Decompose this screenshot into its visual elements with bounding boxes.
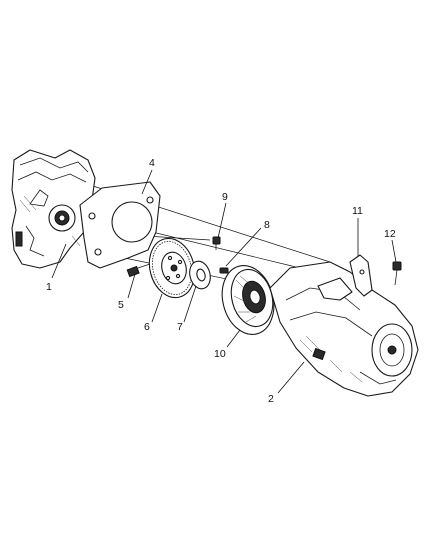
callout-11: 11: [352, 205, 363, 217]
bracket: [349, 254, 373, 297]
flywheel: [148, 237, 196, 299]
callout-8: 8: [264, 219, 270, 231]
callout-10: 10: [214, 348, 226, 360]
callout-6: 6: [144, 321, 150, 333]
adapter-plate: [79, 181, 161, 269]
transmission: [269, 261, 419, 397]
callout-2: 2: [268, 393, 274, 405]
callout-5: 5: [118, 299, 124, 311]
callout-7: 7: [177, 321, 183, 333]
bracket-bolt: [392, 261, 402, 286]
callout-12: 12: [384, 228, 396, 240]
clutch-assembly: [221, 265, 275, 335]
callout-1: 1: [46, 281, 52, 293]
callout-9: 9: [222, 191, 228, 203]
callout-labels: 1 2 4 5 6 7 8 9 10 11 12: [46, 157, 396, 405]
leader-lines: [51, 169, 397, 394]
engine-block: [11, 149, 96, 269]
callout-4: 4: [149, 157, 155, 169]
spacer-plate: [189, 260, 211, 290]
dowel-pin: [219, 267, 229, 274]
small-bolt: [212, 236, 221, 250]
flywheel-bolt: [126, 263, 151, 278]
